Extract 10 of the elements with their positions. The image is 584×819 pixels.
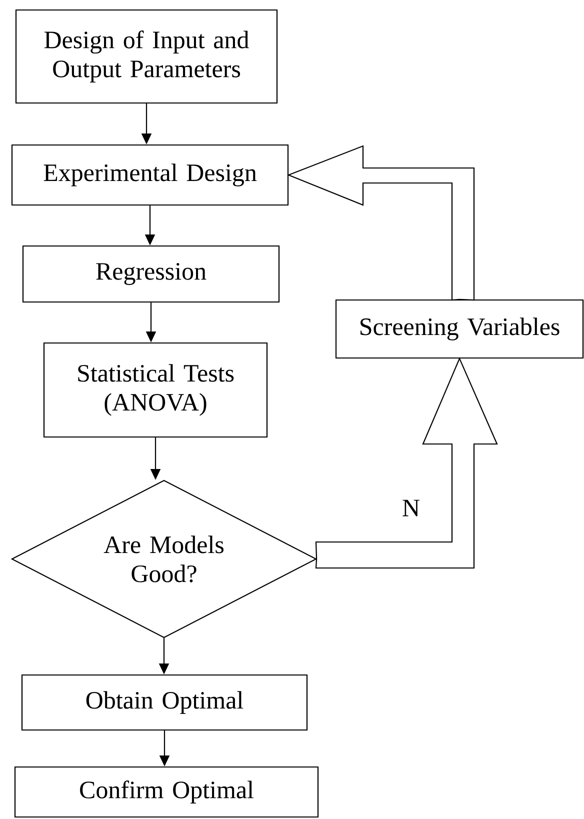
process-box: Statistical Tests (ANOVA) [43, 342, 268, 438]
process-box: Experimental Design [11, 144, 289, 206]
process-box: Screening Variables [335, 299, 584, 359]
block-arrow [315, 357, 498, 569]
process-box: Regression [22, 245, 280, 303]
edge-label: N [400, 498, 422, 518]
process-box: Obtain Optimal [21, 674, 308, 731]
block-arrow [287, 145, 475, 301]
process-box: Design of Input and Output Parameters [15, 9, 278, 104]
process-box: Confirm Optimal [14, 766, 319, 818]
